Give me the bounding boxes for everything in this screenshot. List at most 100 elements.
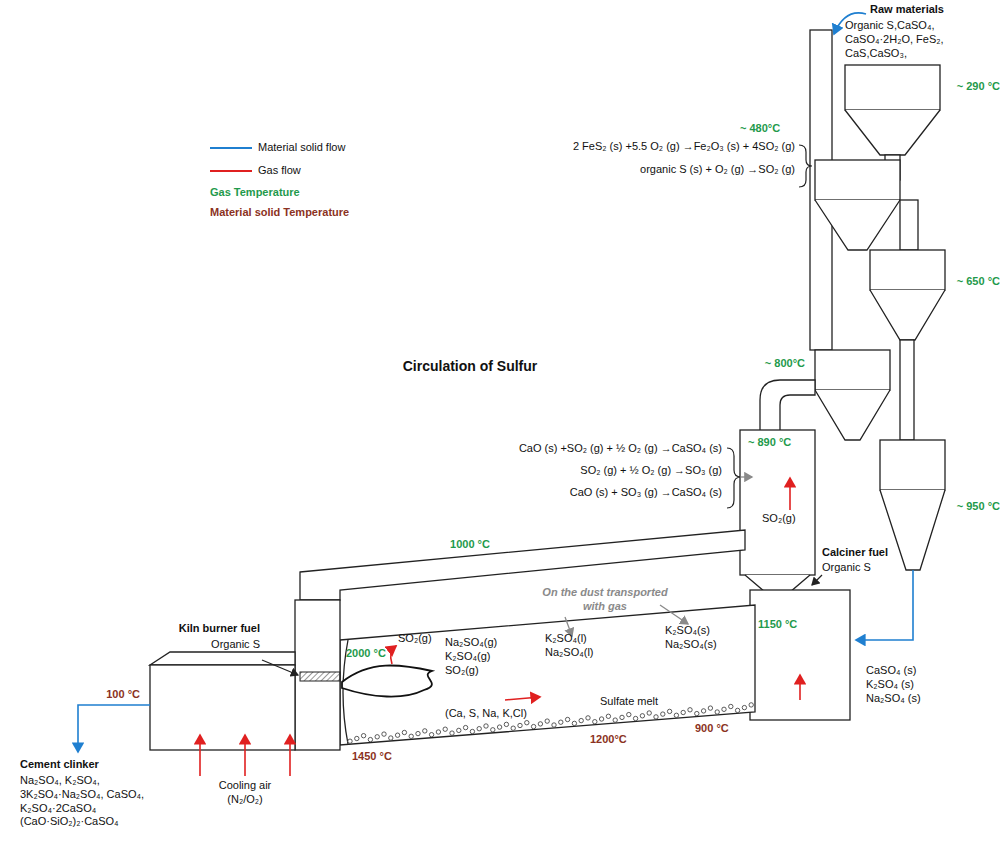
drawing-stroke	[505, 697, 540, 700]
temperature-label: ~ 290 °C	[957, 80, 1000, 94]
drawing-stroke	[740, 430, 815, 575]
drawing-stroke	[262, 660, 298, 675]
particle	[531, 724, 535, 728]
particle	[361, 734, 365, 738]
drawing-stroke	[760, 380, 815, 430]
drawing-stroke	[870, 250, 945, 290]
temperature-label: ~ 950 °C	[957, 500, 1000, 514]
drawing-stroke	[880, 490, 945, 570]
reaction-equation: SO₂ (g) + ½ O₂ (g) →SO₃ (g)	[580, 464, 722, 478]
particle	[701, 709, 705, 713]
drawing-stroke	[880, 440, 945, 490]
particle	[708, 706, 712, 710]
drawing-stroke	[289, 735, 291, 776]
particle	[749, 703, 753, 707]
particle	[491, 728, 495, 732]
annotation: K₂SO₄(s) Na₂SO₄(s)	[665, 624, 717, 652]
temperature-label: ~ 480°C	[740, 122, 780, 136]
particle	[688, 708, 692, 712]
temperature-label: ~ 890 °C	[748, 436, 791, 450]
particle	[429, 733, 433, 737]
temperature-label: 1200°C	[590, 733, 627, 747]
drawing-stroke	[750, 590, 850, 720]
annotation: (Ca, S, Na, K,Cl)	[445, 707, 527, 721]
drawing-stroke	[789, 478, 791, 510]
particle	[667, 709, 671, 713]
annotation: Raw materials	[870, 3, 944, 17]
drawing-stroke	[150, 652, 295, 665]
drawing-stroke	[856, 570, 913, 640]
drawing-stroke	[845, 65, 940, 110]
drawing-stroke	[391, 646, 396, 664]
particle	[695, 711, 699, 715]
annotation: Organic S	[822, 561, 871, 575]
particle	[497, 725, 501, 729]
annotation: Circulation of Sulfur	[403, 358, 538, 376]
temperature-label: 900 °C	[695, 722, 729, 736]
particle	[620, 715, 624, 719]
particle	[722, 707, 726, 711]
drawing-stroke	[815, 350, 890, 390]
annotation: On the dust transported with gas	[530, 586, 680, 614]
particle	[545, 719, 549, 723]
legend-text: Gas flow	[258, 164, 301, 178]
reaction-equation: CaO (s) + SO₃ (g) →CaSO₄ (s)	[570, 486, 722, 500]
solid-flow-arrows	[78, 13, 913, 752]
temperature-label: ~ 800°C	[765, 357, 805, 371]
particle	[735, 708, 739, 712]
annotation: SO₂(g)	[762, 512, 796, 526]
particle	[382, 732, 386, 736]
particles	[348, 703, 754, 744]
flame	[342, 665, 432, 696]
drawing-stroke	[815, 160, 900, 200]
drawing-stroke	[845, 110, 940, 155]
temperature-label: ~ 650 °C	[957, 275, 1000, 289]
annotation: Organic S	[211, 638, 260, 652]
particle	[395, 733, 399, 737]
particle	[504, 722, 508, 726]
particle	[681, 710, 685, 714]
drawing-stroke	[210, 170, 252, 172]
particle	[593, 720, 597, 724]
drawing-stroke	[295, 600, 340, 750]
particle	[613, 718, 617, 722]
temperature-label: 2000 °C	[346, 647, 386, 661]
annotation: Cement clinker	[20, 758, 99, 772]
particle	[423, 729, 427, 733]
particle	[742, 705, 746, 709]
annotation: CaSO₄ (s) K₂SO₄ (s) Na₂SO₄ (s)	[866, 664, 944, 705]
drawing-stroke	[812, 575, 822, 585]
plant-outline	[150, 30, 945, 750]
burner	[300, 672, 340, 681]
particle	[525, 721, 529, 725]
temperature-label: 100 °C	[106, 688, 140, 702]
particle	[647, 711, 651, 715]
drawing-stroke	[870, 290, 945, 340]
particle	[436, 730, 440, 734]
drawing-stroke	[210, 147, 252, 149]
annotation: Organic S,CaSO₄, CaSO₄·2H₂O, FeS₂, CaS,C…	[845, 19, 957, 60]
particle	[409, 734, 413, 738]
particle	[518, 723, 522, 727]
particle	[511, 726, 515, 730]
drawing-stroke	[815, 390, 890, 440]
drawing-stroke	[340, 605, 755, 745]
particle	[416, 731, 420, 735]
particle	[457, 728, 461, 732]
reaction-equation: organic S (s) + O₂ (g) →SO₂ (g)	[640, 163, 795, 177]
particle	[470, 729, 474, 733]
annotation: Cooling air (N₂/O₂)	[205, 779, 285, 807]
drawing-stroke	[660, 605, 688, 624]
particle	[661, 712, 665, 716]
particle	[654, 715, 658, 719]
particle	[538, 722, 542, 726]
particle	[674, 713, 678, 717]
particle	[559, 720, 563, 724]
reaction-equation: CaO (s) +SO₂ (g) + ½ O₂ (g) →CaSO₄ (s)	[519, 442, 722, 456]
particle	[715, 710, 719, 714]
particle	[443, 727, 447, 731]
reaction-equation: 2 FeS₂ (s) +5.5 O₂ (g) →Fe₂O₃ (s) + 4SO₂…	[573, 140, 795, 154]
particle	[599, 717, 603, 721]
particle	[450, 731, 454, 735]
